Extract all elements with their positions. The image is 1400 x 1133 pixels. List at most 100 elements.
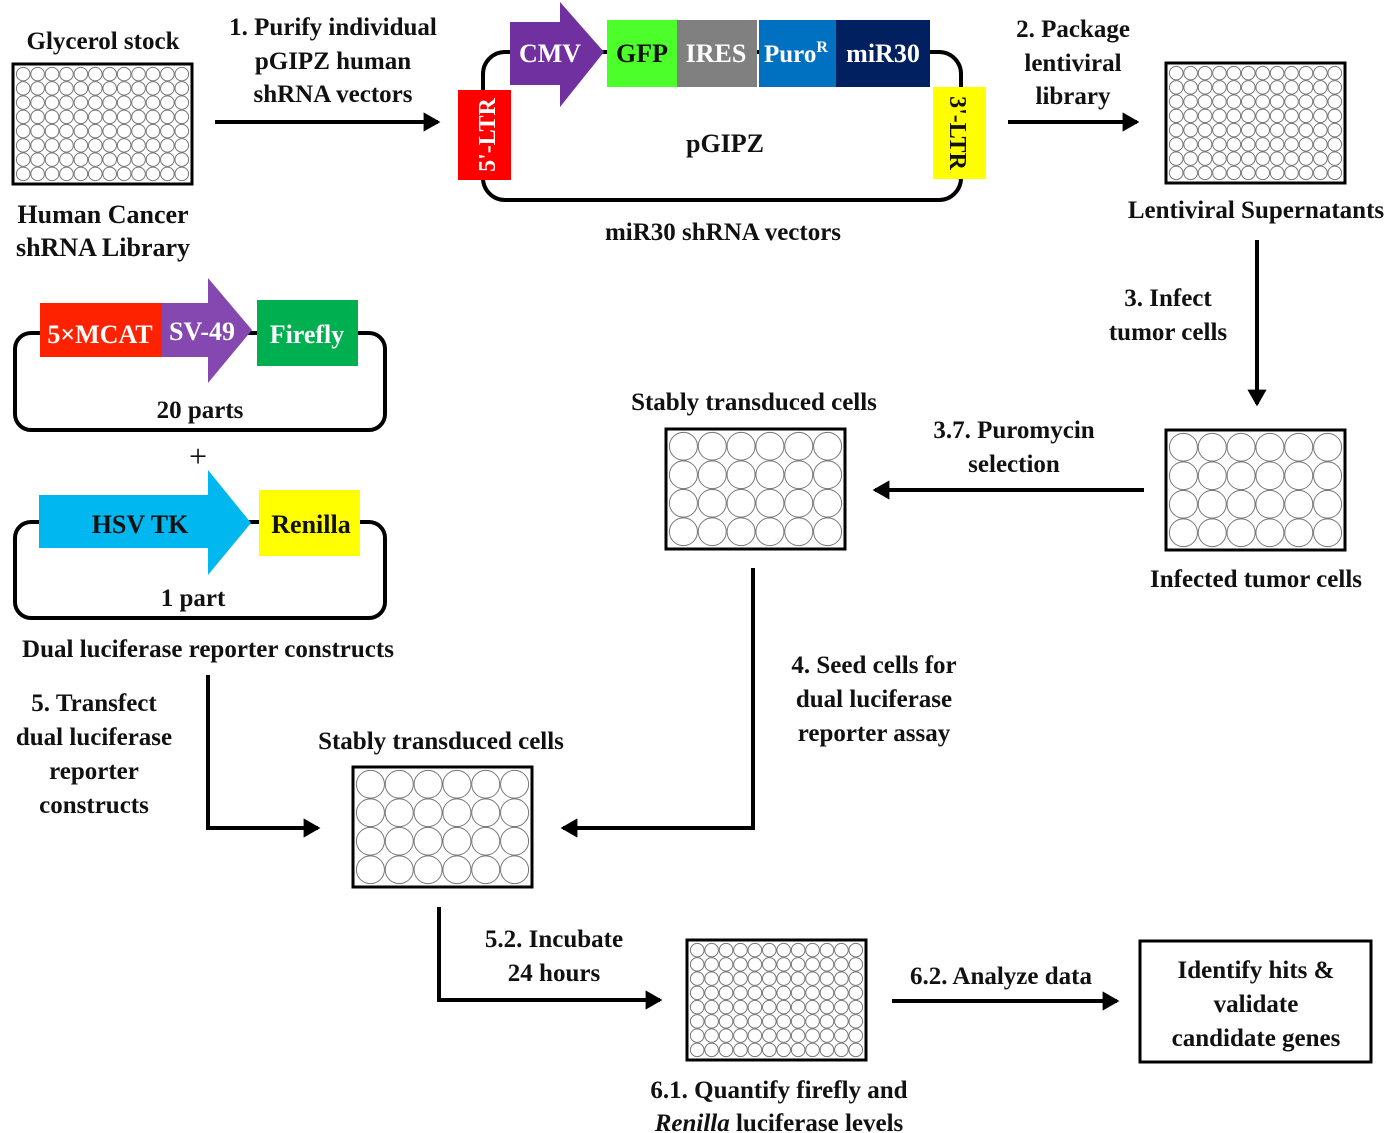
well <box>1226 80 1242 95</box>
well <box>102 66 118 82</box>
cmv-arrow-shape <box>510 2 604 107</box>
well <box>174 66 190 82</box>
well <box>1197 137 1213 152</box>
well <box>733 985 748 1001</box>
well <box>747 957 763 972</box>
mir30-label: miR30 <box>846 39 920 68</box>
well <box>805 942 820 958</box>
mir30-segment: miR30 <box>836 20 930 87</box>
well <box>1298 165 1314 181</box>
well <box>726 517 756 547</box>
well <box>59 166 74 182</box>
well <box>1197 122 1213 138</box>
well <box>790 985 806 1001</box>
well <box>813 460 843 490</box>
well <box>1255 108 1271 124</box>
well <box>790 971 806 986</box>
well <box>668 431 698 461</box>
well <box>87 81 103 96</box>
well <box>1168 165 1184 181</box>
well <box>1183 80 1198 95</box>
well <box>776 1014 792 1029</box>
well <box>59 109 74 125</box>
well <box>442 798 472 828</box>
well <box>413 826 443 856</box>
plus-sign: + <box>189 438 207 474</box>
well <box>755 460 785 490</box>
well <box>805 999 820 1015</box>
well <box>1168 518 1198 548</box>
mcat-label: 5×MCAT <box>47 320 152 349</box>
well <box>87 152 103 167</box>
step3-label-line2: tumor cells <box>1109 319 1228 346</box>
lentiviral-caption: Lentiviral Supernatants <box>1128 197 1385 224</box>
sv49-arrow-shape <box>162 278 252 383</box>
cmv-label: CMV <box>519 39 581 68</box>
step3-label-line1: 3. Infect <box>1124 285 1212 312</box>
well <box>1197 461 1227 491</box>
well <box>1269 94 1285 109</box>
well <box>1168 489 1198 519</box>
well <box>1240 151 1256 166</box>
well <box>1298 80 1314 95</box>
well <box>30 152 45 167</box>
well <box>59 95 74 110</box>
well <box>413 769 443 799</box>
infected-caption: Infected tumor cells <box>1150 566 1362 593</box>
well <box>784 517 814 547</box>
well <box>102 81 118 96</box>
step52-arrow <box>437 907 663 1010</box>
gfp-segment: GFP <box>607 20 677 87</box>
well <box>790 942 806 958</box>
plate-frame <box>664 427 847 551</box>
well <box>1298 122 1314 138</box>
well <box>1313 80 1328 95</box>
well <box>116 109 132 125</box>
well <box>1183 137 1198 152</box>
well <box>1168 65 1184 81</box>
well <box>131 138 146 153</box>
well <box>73 123 89 139</box>
well <box>813 517 843 547</box>
well <box>1327 94 1343 109</box>
step5-label-line3: reporter <box>49 758 139 785</box>
well <box>834 1014 849 1029</box>
well <box>1168 461 1198 491</box>
well <box>1255 151 1271 166</box>
step4-label-line2: dual luciferase <box>796 686 952 713</box>
infected-cells-plate <box>1164 428 1347 552</box>
well <box>1240 80 1256 95</box>
well <box>413 798 443 828</box>
well <box>704 999 719 1015</box>
well <box>689 942 705 958</box>
well <box>704 985 719 1001</box>
well <box>1255 80 1271 95</box>
well <box>15 66 31 82</box>
well <box>668 488 698 518</box>
well <box>1284 80 1299 95</box>
well <box>102 166 118 182</box>
well <box>160 123 175 139</box>
well <box>733 1028 748 1043</box>
well <box>755 431 785 461</box>
well <box>1226 165 1242 181</box>
well <box>1197 151 1213 166</box>
well <box>1313 518 1343 548</box>
well <box>755 517 785 547</box>
well <box>1313 122 1328 138</box>
well <box>1269 151 1285 166</box>
well <box>776 971 792 986</box>
well <box>471 855 501 885</box>
well <box>697 431 727 461</box>
well <box>819 971 835 986</box>
ltr5-segment: 5'-LTR <box>458 90 511 180</box>
well <box>1212 151 1227 166</box>
well <box>1255 461 1285 491</box>
well <box>848 1028 864 1043</box>
well <box>790 1028 806 1043</box>
well <box>1269 137 1285 152</box>
step37-label-line1: 3.7. Puromycin <box>933 417 1094 444</box>
well <box>1284 122 1299 138</box>
well <box>1197 108 1213 124</box>
well <box>805 1014 820 1029</box>
